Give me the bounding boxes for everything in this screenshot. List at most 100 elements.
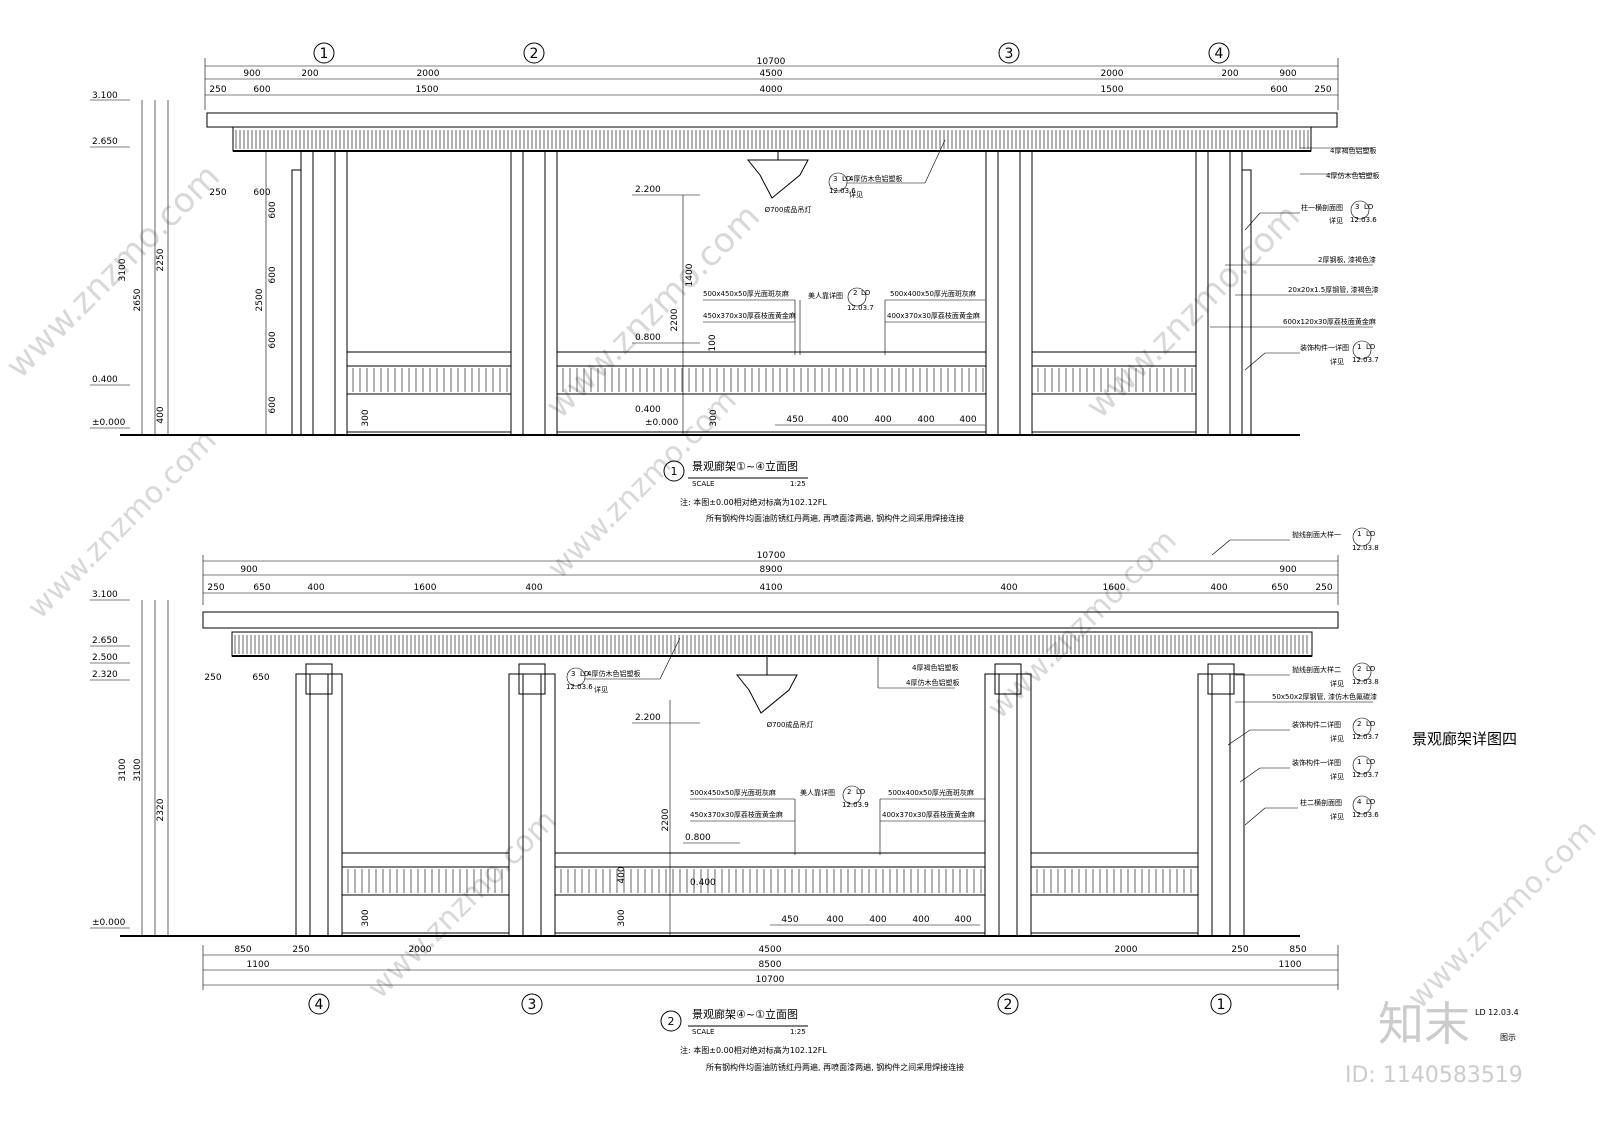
- callout-text: 4厚仿木色铝塑板: [587, 669, 640, 678]
- dim: 600: [268, 201, 278, 218]
- callout-code: LD: [1366, 798, 1375, 806]
- dim: 450: [786, 415, 803, 425]
- top-dimensions-2: 10700 900 8900 900 250 650 400 1600 400 …: [202, 551, 1339, 605]
- label: 20x20x1.5厚钢管, 漆褐色漆: [1288, 285, 1379, 294]
- callout-sheet: 12.03.6: [829, 187, 856, 195]
- dim: 600: [253, 188, 270, 198]
- dim: 2500: [255, 288, 265, 311]
- dim: 300: [617, 909, 627, 926]
- label: 400x370x30厚荔枝面黄金麻: [882, 810, 975, 819]
- axis-bubbles-1: 1 2 3 4: [313, 42, 1230, 64]
- callout-text: 装饰构件一详图: [1292, 758, 1341, 767]
- level: 0.800: [635, 333, 661, 343]
- dim: 100: [708, 334, 718, 351]
- callout-text: 美人靠详图: [800, 788, 835, 797]
- dim: 850: [234, 945, 251, 955]
- label: 4厚褐色铝塑板: [1330, 146, 1376, 155]
- callout-code: LD: [861, 289, 870, 297]
- benches-1: [346, 351, 1197, 433]
- dim: 1600: [1103, 583, 1126, 593]
- axis-label: 2: [530, 46, 539, 62]
- dim: 400: [1210, 583, 1227, 593]
- level: ±0.000: [92, 918, 126, 928]
- callout-sub: 详见: [1330, 679, 1344, 688]
- dim: 2320: [156, 798, 166, 821]
- top-dimensions-1: 10700 900 200 2000 4500 200 2000 900 250…: [204, 57, 1339, 110]
- dim: 250: [204, 673, 221, 683]
- callout-sheet: 12.03.8: [1352, 544, 1379, 552]
- dim: 8500: [759, 960, 782, 970]
- label: 4厚仿木色铝塑板: [1326, 171, 1379, 180]
- dim: 400: [959, 415, 976, 425]
- dim: 2200: [670, 308, 680, 331]
- note: 注: 本图±0.00相对绝对标高为102.12FL: [680, 497, 827, 507]
- watermark-url-1: www.znzmo.com: [0, 156, 228, 386]
- dim: 650: [253, 583, 270, 593]
- dim: 2000: [409, 945, 432, 955]
- dim: 3100: [118, 258, 128, 281]
- callout-sub: 详见: [594, 685, 608, 694]
- callout-text: 柱二横剖面图: [1300, 798, 1342, 807]
- mid-dims-2: 2.200 0.800 0.400 2200 300 300 400 450 4…: [361, 700, 980, 936]
- label: 500x400x50厚光面斑灰麻: [890, 289, 976, 298]
- callout-sheet: 12.03.7: [1352, 771, 1379, 779]
- dim: 2000: [1101, 69, 1124, 79]
- axis-label: 4: [1215, 46, 1224, 62]
- dim: 300: [361, 409, 371, 426]
- dim: 400: [831, 415, 848, 425]
- bench-frame: [341, 894, 510, 934]
- elevation-title: 景观廊架④~①立面图: [692, 1007, 798, 1021]
- dim: 4500: [760, 69, 783, 79]
- callout-sheet: 12.03.8: [1352, 678, 1379, 686]
- dim: 600: [268, 396, 278, 413]
- dim: 2000: [417, 69, 440, 79]
- dim: 300: [361, 909, 371, 926]
- dim: 650: [1271, 583, 1288, 593]
- dim: 2250: [156, 248, 166, 271]
- dim: 900: [1279, 565, 1296, 575]
- axis-label: 3: [528, 997, 537, 1013]
- callout-sub: 详见: [1330, 357, 1344, 366]
- elevation-title: 景观廊架①~④立面图: [692, 459, 798, 473]
- axis-label: 1: [320, 46, 329, 62]
- dim-total: 10700: [756, 975, 785, 985]
- callout-code: LD: [1366, 530, 1375, 538]
- watermark-url-8: www.znzmo.com: [1401, 813, 1600, 1016]
- callout-text: 抛线剖面大样二: [1292, 665, 1341, 674]
- callout-code: LD: [1366, 758, 1375, 766]
- level: ±0.000: [645, 418, 679, 428]
- callout-ref: 1: [1357, 343, 1361, 351]
- scale-label: SCALE: [692, 1028, 714, 1036]
- dim: 400: [617, 866, 627, 883]
- label: 4厚褐色铝塑板: [912, 663, 958, 672]
- callout-code: LD: [1364, 203, 1373, 211]
- dim: 400: [156, 406, 166, 423]
- axis-bubbles-2: 4 3 2 1: [308, 993, 1232, 1015]
- dim: 400: [525, 583, 542, 593]
- dim: 250: [1315, 583, 1332, 593]
- watermark-url-6: www.znzmo.com: [981, 523, 1184, 726]
- callout-code: LD: [842, 175, 851, 183]
- callout-text: 装饰构件二详图: [1292, 720, 1341, 729]
- dim: 1400: [685, 263, 695, 286]
- benches-2: [341, 852, 1199, 934]
- level: 3.100: [92, 91, 118, 101]
- level: 2.650: [92, 636, 118, 646]
- dim: 900: [240, 565, 257, 575]
- callout-sheet: 12.03.9: [842, 801, 869, 809]
- dim: 250: [207, 583, 224, 593]
- roof-1: [206, 112, 1338, 152]
- level: 0.400: [92, 375, 118, 385]
- elevation-1: 1 2 3 4 10700 900 200 2000 4500 200 2000…: [90, 42, 1379, 523]
- dim: 400: [917, 415, 934, 425]
- dim: 1100: [1279, 960, 1302, 970]
- material-labels-1: 500x450x50厚光面斑灰麻 450x370x30厚荔枝面黄金麻 500x4…: [703, 139, 1379, 371]
- callout-sub: 详见: [1330, 812, 1344, 821]
- lamp-1: Ø700成品吊灯: [746, 151, 811, 214]
- elevation-2: 10700 900 8900 900 250 650 400 1600 400 …: [90, 527, 1379, 1072]
- callout-code: LD: [1366, 665, 1375, 673]
- label: 500x450x50厚光面斑灰麻: [703, 289, 789, 298]
- callout-sub: 详见: [1330, 734, 1344, 743]
- watermark-url-7: www.znzmo.com: [361, 803, 564, 1006]
